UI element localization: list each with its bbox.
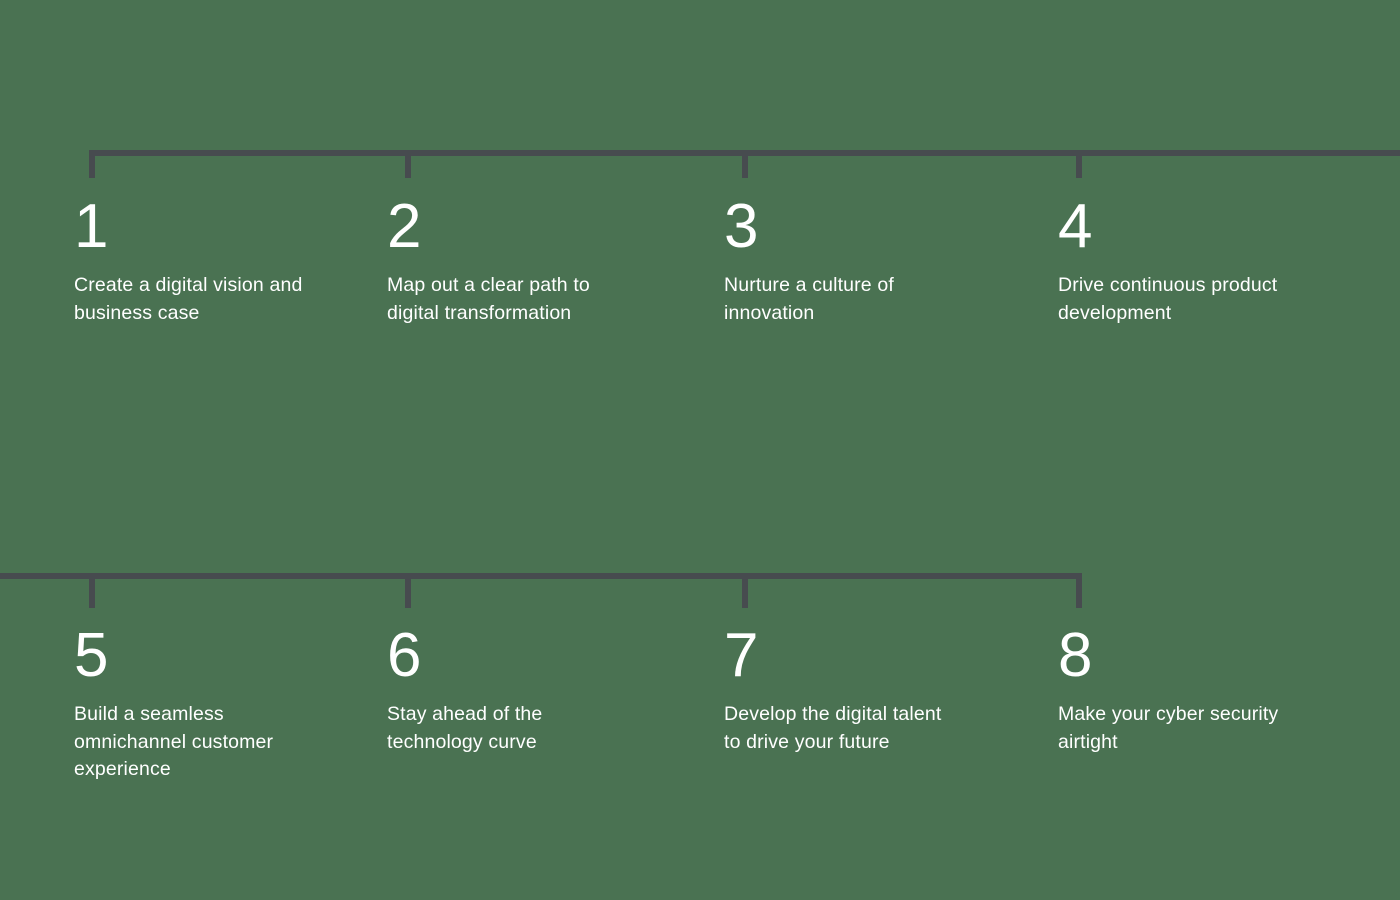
timeline-tick-2 <box>405 150 411 178</box>
step-label-7: Develop the digital talent to drive your… <box>724 703 942 753</box>
step-number-6: 6 <box>387 621 422 690</box>
step-item-6: 6 Stay ahead of the technology curve <box>387 625 687 756</box>
step-label-6: Stay ahead of the technology curve <box>387 703 543 753</box>
step-item-5: 5 Build a seamless omnichannel customer … <box>74 625 374 784</box>
timeline-tick-7 <box>742 573 748 608</box>
step-item-4: 4 Drive continuous product development <box>1058 196 1358 327</box>
step-item-7: 7 Develop the digital talent to drive yo… <box>724 625 1024 756</box>
timeline-tick-6 <box>405 573 411 608</box>
step-item-1: 1 Create a digital vision and business c… <box>74 196 374 327</box>
timeline-tick-8 <box>1076 573 1082 608</box>
step-number-3: 3 <box>724 192 759 261</box>
step-label-1: Create a digital vision and business cas… <box>74 274 303 324</box>
step-number-1: 1 <box>74 192 109 261</box>
step-label-4: Drive continuous product development <box>1058 274 1278 324</box>
step-label-2: Map out a clear path to digital transfor… <box>387 274 590 324</box>
timeline-tick-5 <box>89 573 95 608</box>
step-label-3: Nurture a culture of innovation <box>724 274 894 324</box>
step-number-7: 7 <box>724 621 759 690</box>
step-number-5: 5 <box>74 621 109 690</box>
step-number-8: 8 <box>1058 621 1093 690</box>
timeline-tick-3 <box>742 150 748 178</box>
step-label-5: Build a seamless omnichannel customer ex… <box>74 703 274 780</box>
timeline-tick-4 <box>1076 150 1082 178</box>
step-label-8: Make your cyber security airtight <box>1058 703 1279 753</box>
step-number-4: 4 <box>1058 192 1093 261</box>
step-number-2: 2 <box>387 192 422 261</box>
timeline-tick-1 <box>89 150 95 178</box>
timeline-rail-bottom <box>0 573 1081 579</box>
step-item-2: 2 Map out a clear path to digital transf… <box>387 196 687 327</box>
step-item-3: 3 Nurture a culture of innovation <box>724 196 1024 327</box>
step-item-8: 8 Make your cyber security airtight <box>1058 625 1358 756</box>
